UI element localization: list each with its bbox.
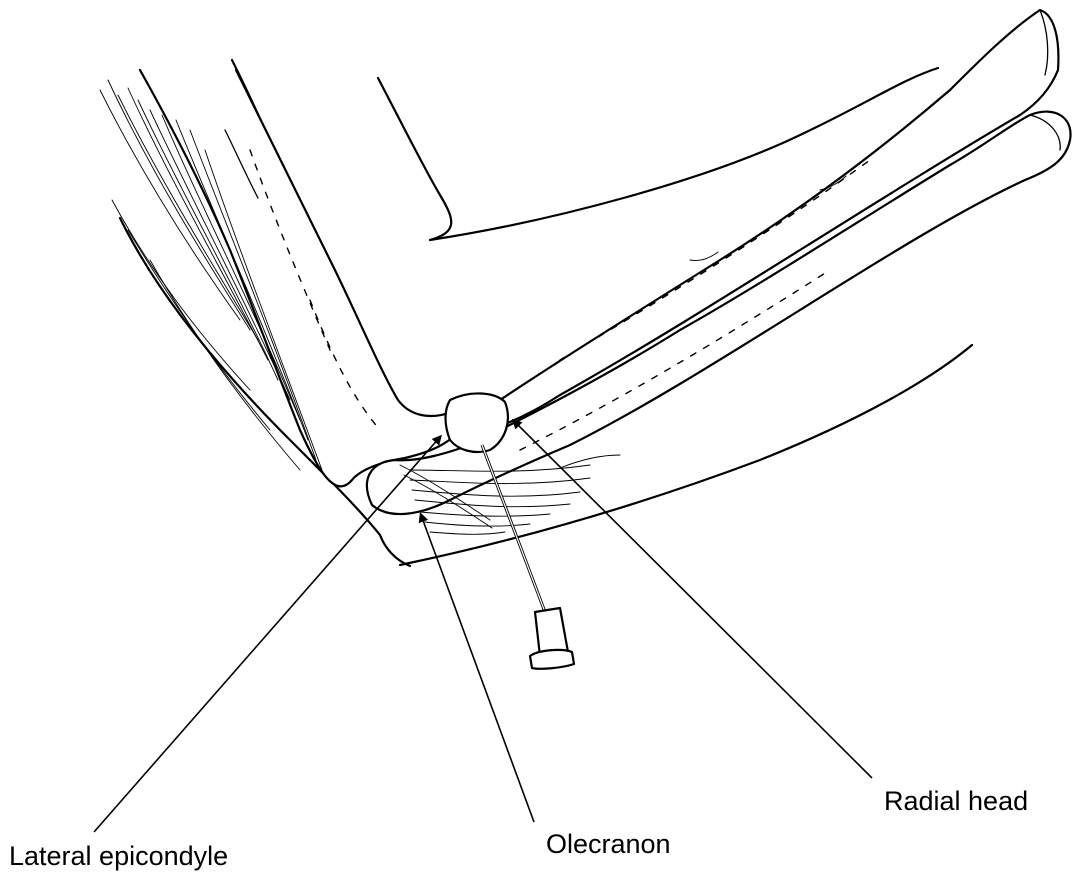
- olecranon-leader: [421, 515, 534, 822]
- ulna-bone: [367, 112, 1071, 514]
- label-radial-head: Radial head: [884, 788, 1028, 815]
- radial-head-joint: [446, 393, 508, 452]
- label-olecranon: Olecranon: [546, 831, 671, 858]
- injection-needle: [482, 445, 574, 669]
- radius-bone: [449, 10, 1058, 443]
- label-lateral-epicondyle: Lateral epicondyle: [9, 843, 228, 870]
- radial-head-leader: [514, 421, 872, 778]
- lateral-epicondyle-leader: [94, 437, 440, 832]
